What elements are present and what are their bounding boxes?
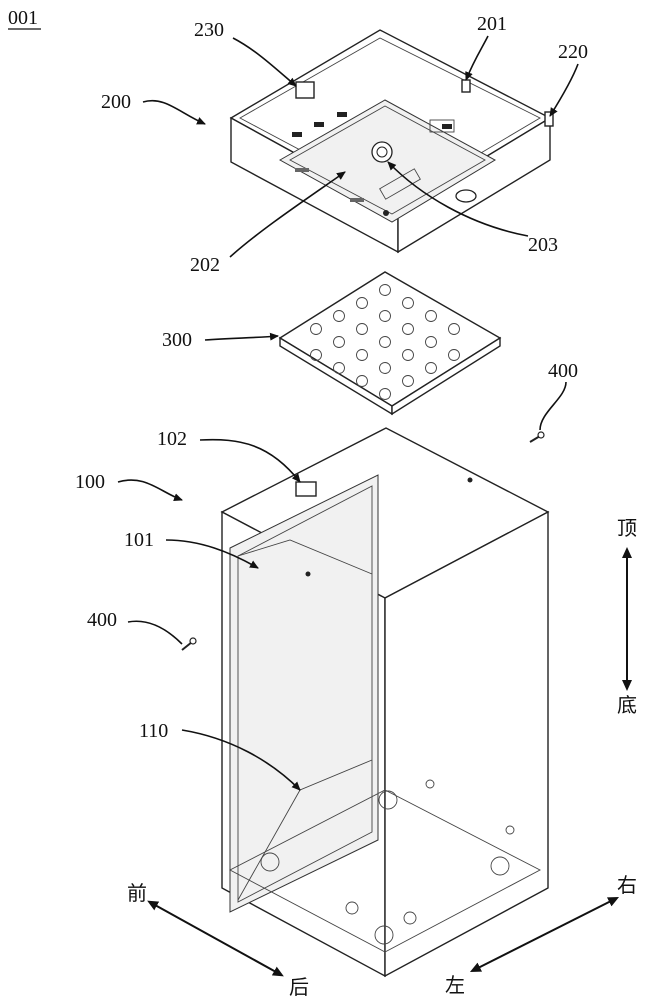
label-110: 110 bbox=[139, 720, 301, 791]
label-200: 200 bbox=[101, 91, 206, 125]
vertical-direction-arrow: 顶 底 bbox=[617, 516, 637, 717]
svg-text:202: 202 bbox=[190, 254, 220, 276]
svg-text:203: 203 bbox=[528, 234, 558, 256]
label-102: 102 bbox=[157, 428, 301, 483]
label-101: 101 bbox=[124, 529, 259, 569]
screw-400-top bbox=[529, 431, 545, 443]
svg-text:100: 100 bbox=[75, 471, 105, 493]
svg-text:400: 400 bbox=[87, 609, 117, 631]
label-400-left: 400 bbox=[87, 609, 183, 645]
svg-text:400: 400 bbox=[548, 360, 578, 382]
svg-text:底: 底 bbox=[617, 693, 637, 717]
label-100: 100 bbox=[75, 471, 183, 502]
svg-text:200: 200 bbox=[101, 91, 131, 113]
plate-300 bbox=[278, 271, 502, 416]
label-230: 230 bbox=[194, 19, 297, 87]
svg-text:101: 101 bbox=[124, 529, 154, 551]
label-220: 220 bbox=[549, 41, 588, 117]
label-400-top: 400 bbox=[539, 360, 578, 431]
svg-text:300: 300 bbox=[162, 329, 192, 351]
svg-text:左: 左 bbox=[445, 973, 465, 997]
svg-text:后: 后 bbox=[289, 975, 309, 999]
front-back-arrow: 前 后 bbox=[127, 881, 309, 999]
svg-text:110: 110 bbox=[139, 720, 168, 742]
svg-text:顶: 顶 bbox=[617, 516, 637, 540]
svg-text:201: 201 bbox=[477, 13, 507, 35]
svg-text:102: 102 bbox=[157, 428, 187, 450]
svg-text:前: 前 bbox=[127, 881, 147, 905]
left-right-arrow: 右 左 bbox=[445, 873, 637, 997]
housing-box-100 bbox=[220, 427, 550, 978]
svg-text:001: 001 bbox=[8, 7, 38, 29]
plate-holes bbox=[310, 284, 460, 400]
base-fixtures bbox=[260, 790, 510, 945]
svg-text:230: 230 bbox=[194, 19, 224, 41]
svg-text:220: 220 bbox=[558, 41, 588, 63]
label-201: 201 bbox=[465, 13, 507, 81]
label-202: 202 bbox=[190, 171, 346, 276]
label-203: 203 bbox=[387, 161, 558, 256]
screw-400-left bbox=[181, 637, 197, 651]
label-300: 300 bbox=[162, 329, 279, 351]
svg-text:右: 右 bbox=[617, 873, 637, 897]
figure-label: 001 bbox=[8, 7, 41, 30]
